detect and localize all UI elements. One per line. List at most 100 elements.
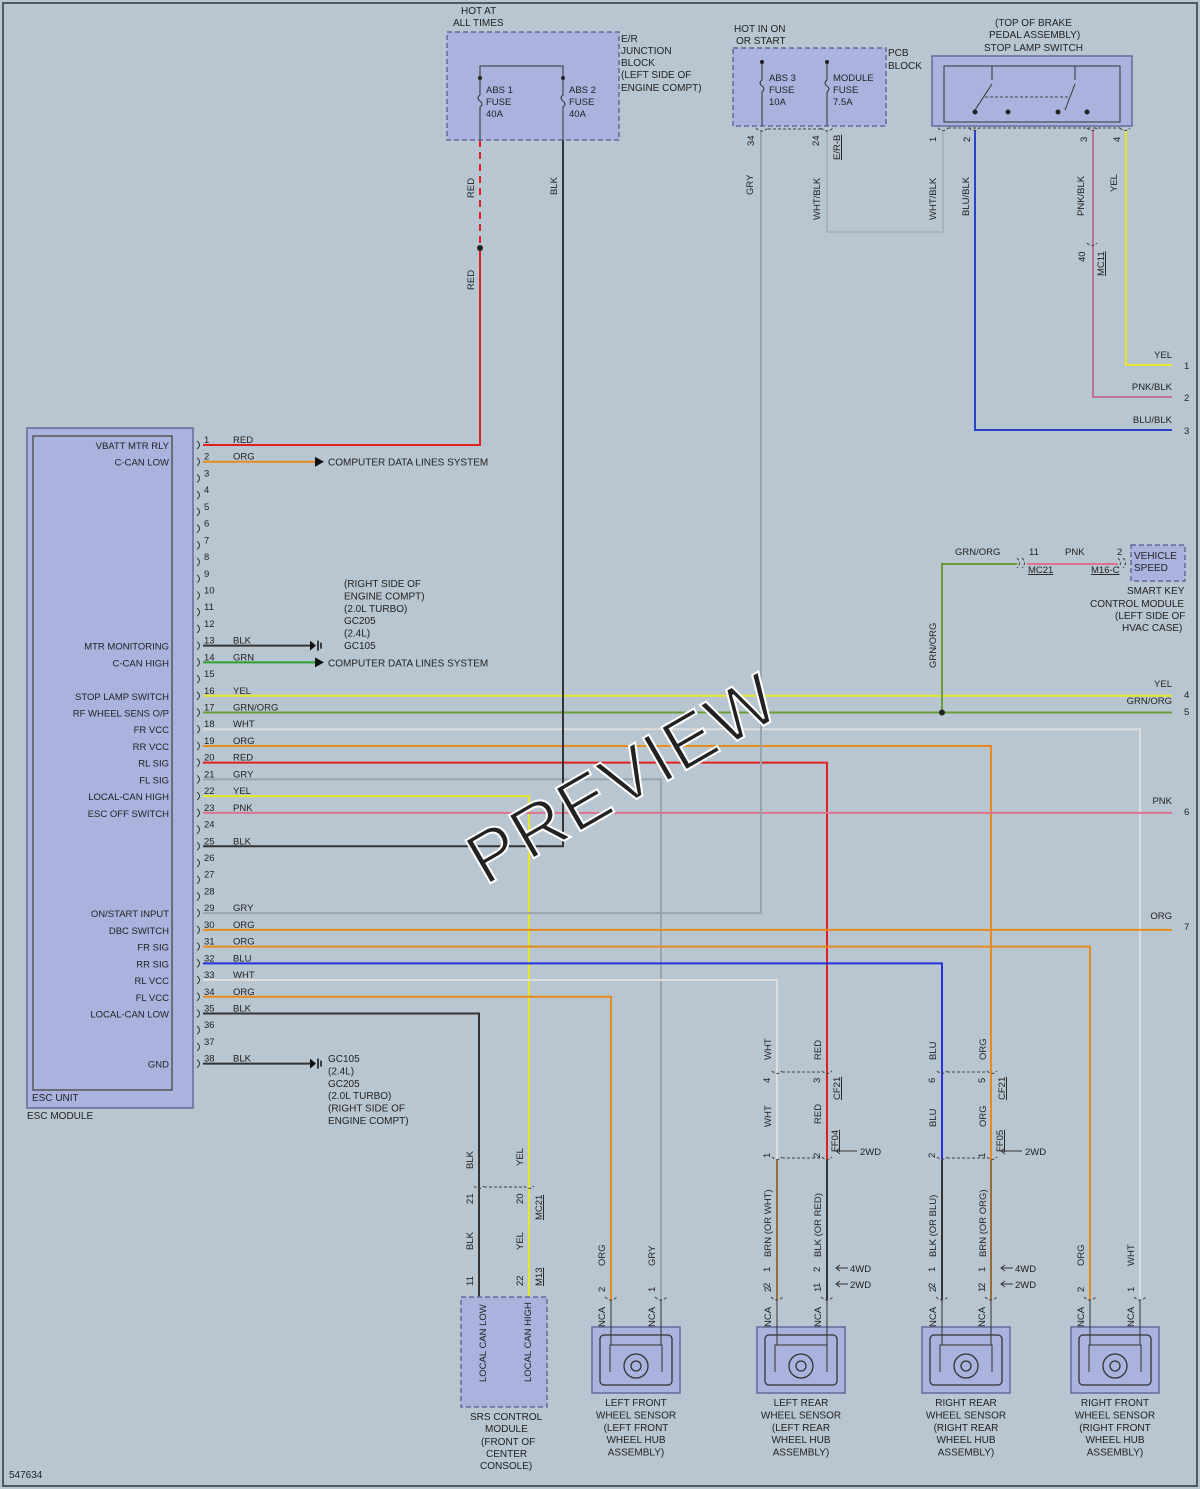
wd-variant-label: 4WD [850, 1264, 871, 1275]
esc-pin-wire-color: BLK [233, 836, 252, 847]
er-b-connector: E/R-B [832, 135, 843, 160]
sensor-name: WHEEL SENSOR [926, 1410, 1006, 1421]
tone-ring-hub-icon [960, 1360, 972, 1372]
ff05-pin-2: 2 [927, 1153, 938, 1158]
ground-gc105-lower-label: (RIGHT SIDE OF [328, 1104, 405, 1115]
esc-pin-wire-color: YEL [233, 686, 251, 697]
sensor-nca-label: NCA [597, 1306, 608, 1327]
wire-label-pnk-blk: PNK/BLK [1076, 175, 1087, 216]
wire-label-lr-red-upper: RED [813, 1040, 824, 1060]
tone-ring-icon [788, 1353, 814, 1379]
right-terminal-number: 7 [1184, 922, 1189, 933]
abs3-fuse-word: FUSE [769, 85, 794, 96]
ground-icon [310, 1058, 316, 1069]
esc-pin-number: 25 [204, 836, 215, 847]
ground-gc105-label: GC205 [344, 616, 376, 627]
module-fuse-word: FUSE [833, 85, 858, 96]
stop-lamp-name-1: (TOP OF BRAKE [995, 18, 1072, 29]
esc-pin-number: 37 [204, 1037, 215, 1048]
right-terminal-number: 5 [1184, 707, 1189, 718]
pin-connector-mark [196, 942, 200, 951]
sensor-name: ASSEMBLY) [1087, 1448, 1144, 1459]
splice-dot [939, 709, 945, 716]
ground-gc105-label: (RIGHT SIDE OF [344, 579, 421, 590]
esc-pin-signal: MTR MONITORING [84, 642, 169, 653]
srs-control-module: LOCAL CAN LOW LOCAL CAN HIGH SRS CONTROL… [460, 1185, 548, 1472]
pin-connector-mark [196, 975, 200, 985]
pin-connector-mark [196, 908, 200, 918]
wire-fr-vcc-wht [203, 728, 1141, 1300]
cf21-left-pin-3: 3 [812, 1078, 823, 1083]
er-hot-label-2: ALL TIMES [453, 18, 504, 29]
sensor-coil [939, 1344, 993, 1372]
sensor-upper-pin-number: 1 [762, 1267, 773, 1272]
arrow-icon [315, 456, 324, 467]
esc-pin-number: 32 [204, 953, 215, 964]
tone-ring-icon [1102, 1353, 1128, 1379]
sensor-lower-pin-number: 2 [762, 1283, 773, 1288]
arrow-icon [835, 1280, 848, 1288]
abs1-fuse-label: ABS 1 [486, 85, 513, 96]
pin-connector-mark [196, 591, 200, 600]
pin-connector-mark [196, 674, 200, 684]
wire-label-rr-org-upper: ORG [978, 1038, 989, 1060]
esc-pin-number: 2 [204, 452, 209, 463]
abs3-fuse-label: ABS 3 [769, 73, 796, 84]
ground-gc105-lower-label: GC105 [328, 1054, 360, 1065]
srs-mc21-pin-20: 20 [515, 1193, 526, 1204]
esc-pin-number: 11 [204, 602, 214, 613]
ground-gc105-lower-label: ENGINE COMPT) [328, 1116, 409, 1127]
esc-pin-number: 33 [204, 970, 215, 981]
pin-connector-mark [196, 708, 200, 717]
right-terminal-number: 6 [1184, 807, 1189, 818]
sensor-name: (RIGHT FRONT [1079, 1423, 1150, 1434]
wire-label-rr-blu-mid: BLU [928, 1108, 939, 1127]
esc-pin-number: 26 [204, 853, 215, 864]
esc-pin-number: 16 [204, 686, 215, 697]
wire-label-rr-blu-upper: BLU [928, 1041, 939, 1060]
ground-gc105-label: (2.4L) [344, 629, 370, 640]
esc-pin-wire-color: BLK [233, 1054, 252, 1065]
wire-rr-vcc-org [203, 744, 992, 1300]
esc-pin-signal: RL VCC [135, 976, 170, 987]
cf21-left-pin-4: 4 [762, 1078, 773, 1083]
sensor-nca-label: NCA [647, 1306, 658, 1327]
esc-pin-number: 21 [204, 769, 215, 780]
esc-pin-number: 1 [204, 435, 209, 446]
wire-abs2-blk [203, 140, 564, 848]
wire-stop-lamp-blu-blk [974, 130, 1172, 431]
er-hot-label-1: HOT AT [461, 6, 496, 17]
esc-pin-number: 23 [204, 803, 215, 814]
esc-pin-number: 22 [204, 786, 215, 797]
esc-pin-wire-color: ORG [233, 452, 255, 463]
wire-label-lr-red-mid: RED [813, 1104, 824, 1124]
sensor-pin-number: 2 [763, 1287, 774, 1292]
pin-connector-mark [196, 691, 200, 701]
wire-label-lr-wht-mid: WHT [763, 1105, 774, 1127]
right-terminal-number: 4 [1184, 690, 1189, 701]
sensor-upper-pin-number: 2 [812, 1267, 823, 1272]
smart-key-name-3: (LEFT SIDE OF [1115, 611, 1185, 622]
esc-pin-number: 5 [204, 502, 209, 513]
pcb-pin-24: 24 [811, 135, 822, 146]
srs-name-2: MODULE [485, 1424, 528, 1435]
esc-pin-signal: FL VCC [136, 993, 170, 1004]
pin-connector-mark [196, 992, 200, 1002]
esc-pin-signal: FL SIG [139, 775, 169, 786]
sensor-coil [774, 1344, 828, 1372]
esc-pin-signal: ESC OFF SWITCH [88, 809, 169, 820]
ground-icon [317, 1058, 322, 1069]
right-terminal-wire: PNK/BLK [1132, 382, 1173, 393]
ff05-2wd-label: 2WD [1025, 1147, 1046, 1158]
wire-label-wht-blk: WHT/BLK [812, 177, 823, 220]
esc-pin-signal: LOCAL-CAN LOW [90, 1009, 169, 1020]
sensor-body [591, 1326, 681, 1394]
sensor-nca-label: NCA [1076, 1306, 1087, 1327]
esc-pin-number: 9 [204, 569, 209, 580]
